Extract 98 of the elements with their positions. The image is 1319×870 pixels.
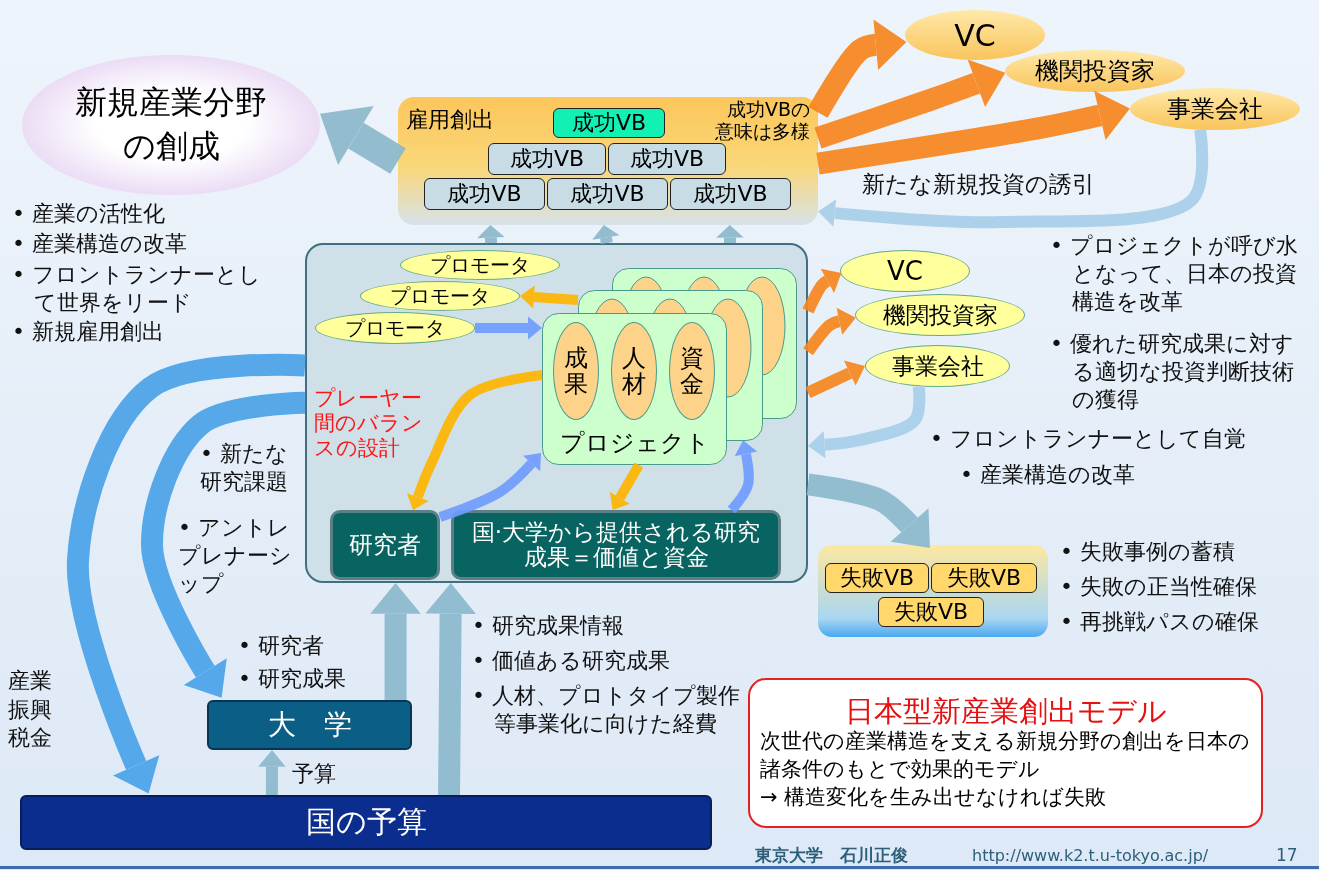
- bullet-text: • 失敗事例の蓄積: [1060, 538, 1236, 566]
- success-vb-tag: [670, 178, 791, 210]
- node-label: 失敗VB: [893, 598, 969, 626]
- failed-vb-tag: [931, 563, 1037, 593]
- node-label: 成功VB: [570, 180, 645, 208]
- bullet-text: • 新たな研究課題: [200, 440, 289, 497]
- bullet-text: • 失敗の正当性確保: [1060, 573, 1258, 601]
- panel-heading: 雇用創出: [406, 106, 494, 134]
- node-label: 成功VB: [629, 145, 705, 173]
- investor-ellipse: [840, 250, 970, 292]
- arrow: [592, 225, 620, 244]
- bullet-text: • 再挑戦パスの確保: [1060, 608, 1260, 636]
- success-vb-tag: [553, 108, 665, 138]
- bullet-text: • 研究者: [238, 632, 325, 660]
- arrow: [141, 391, 306, 698]
- node-label: 大 学: [267, 707, 352, 743]
- node-label: 成功VB: [571, 109, 647, 137]
- success-vb-panel: [398, 97, 818, 225]
- project-card-stack: [542, 268, 797, 465]
- arrow: [320, 106, 406, 174]
- node-label: 成果: [564, 344, 588, 398]
- model-title: 日本型新産業創出モデル: [843, 693, 1168, 729]
- node-label: 研究者: [349, 530, 421, 561]
- success-vb-tag: [547, 178, 668, 210]
- arrow: [370, 583, 421, 700]
- bullet-text: • プロジェクトが呼び水となって、日本の投資構造を改革: [1050, 232, 1299, 317]
- arrow: [803, 307, 856, 356]
- failed-vb-tag: [825, 563, 929, 593]
- arrow: [816, 90, 1130, 175]
- arrow: [802, 268, 842, 314]
- card-title: プロジェクト: [558, 428, 711, 459]
- node-label: プロモータ: [430, 251, 530, 279]
- bullet-text: • 産業の活性化: [12, 200, 166, 228]
- node-label: VC: [887, 256, 923, 286]
- arrow-caption: 新たな新規投資の誘引: [862, 170, 1096, 199]
- arrow: [67, 353, 306, 794]
- failed-vb-panel: [818, 545, 1048, 637]
- node-label: 新規産業分野の創成: [74, 82, 268, 167]
- arrow: [805, 360, 865, 399]
- arrow: [406, 370, 543, 511]
- university-bar: [207, 700, 412, 750]
- failed-vb-tag: [878, 597, 984, 627]
- node-label: プロモータ: [345, 314, 445, 342]
- node-label: 成功VB: [509, 145, 585, 173]
- bullet-text: • 価値ある研究成果: [472, 647, 671, 675]
- bullet-text: • 優れた研究成果に対する適切な投資判断技術の獲得: [1050, 330, 1295, 415]
- node-label: 国の予算: [305, 803, 427, 841]
- arrow: [814, 59, 1006, 149]
- bullet-text: • アントレプレナーシップ: [178, 514, 293, 599]
- url-text: http://www.k2.t.u-tokyo.ac.jp/: [972, 846, 1210, 867]
- bullet-text: • 新規雇用創出: [12, 318, 165, 346]
- bullet-text: • フロントランナーとして自覚: [930, 425, 1247, 453]
- bullet-text: • フロントランナーとして世界をリード: [12, 261, 262, 318]
- model-conclusion: → 構造変化を生み出せなければ失敗: [760, 784, 1108, 811]
- arrow: [477, 225, 505, 244]
- tax-note: 産業振興税金: [8, 667, 53, 753]
- bullet-text: • 研究成果: [238, 665, 347, 693]
- arrow: [818, 128, 1209, 229]
- node-label: 事業会社: [1167, 94, 1263, 125]
- design-note: プレーヤー間のバランスの設計: [314, 386, 424, 462]
- arrow: [520, 285, 579, 309]
- bullet-text: • 産業構造の改革: [960, 461, 1136, 489]
- node-label: 失敗VB: [839, 564, 915, 592]
- success-vb-tag: [424, 178, 545, 210]
- national-budget-bar: [20, 795, 712, 850]
- success-vb-tag: [608, 143, 726, 175]
- node-label: 失敗VB: [946, 564, 1022, 592]
- node-label: 成功VB: [447, 180, 522, 208]
- arrow: [716, 225, 744, 244]
- success-vb-tag: [488, 143, 606, 175]
- model-description: 次世代の産業構造を支える新規分野の創出を日本の諸条件のもとで効果的モデル: [760, 728, 1251, 783]
- node-label: 機関投資家: [882, 300, 998, 330]
- bullet-text: • 産業構造の改革: [12, 230, 188, 258]
- model-summary-box: [748, 678, 1263, 828]
- node-label: 国·大学から提供される研究成果＝価値と資金: [470, 519, 762, 571]
- node-label: 機関投資家: [1035, 56, 1155, 87]
- arrow: [475, 316, 542, 340]
- page-number: 17: [1276, 845, 1299, 867]
- arrow: [609, 462, 644, 510]
- arrow: [425, 583, 476, 796]
- bullet-text: • 人材、プロトタイプ製作等事業化に向けた経費: [472, 682, 740, 739]
- node-label: 事業会社: [891, 351, 984, 381]
- research-output-box: [451, 510, 781, 580]
- author-credit: 東京大学 石川正俊: [755, 845, 909, 867]
- node-label: プロモータ: [390, 282, 490, 310]
- node-label: VC: [954, 17, 996, 53]
- research-panel: [305, 243, 808, 583]
- arrow: [727, 440, 758, 514]
- node-label: 成功VB: [693, 180, 768, 208]
- arrow: [808, 19, 907, 118]
- researcher-box: [330, 510, 440, 580]
- arrow: [258, 750, 286, 795]
- node-label: 資金: [680, 344, 704, 398]
- bullet-text: • 研究成果情報: [472, 612, 625, 640]
- arrow: [438, 453, 542, 522]
- node-label: 人材: [622, 344, 646, 398]
- panel-note: 成功VBの意味は多様: [714, 99, 810, 143]
- budget-note: 予算: [292, 760, 337, 788]
